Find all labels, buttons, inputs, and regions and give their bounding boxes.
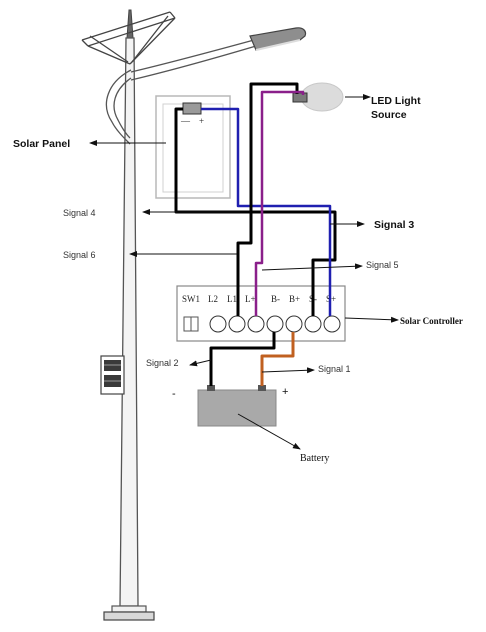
terminal-b-plus (285, 315, 303, 333)
terminal-label-sw1: SW1 (182, 294, 200, 304)
signal-5-label: Signal 5 (366, 260, 399, 270)
lamp-head (249, 27, 307, 51)
terminal-label-b-minus: B- (271, 294, 280, 304)
battery (197, 385, 277, 427)
battery-label: Battery (300, 453, 329, 464)
wire-panel-positive (201, 107, 332, 316)
terminal-l1 (228, 315, 246, 333)
signal-4-label: Signal 4 (63, 208, 96, 218)
pole-mounted-box (100, 355, 125, 395)
controller-terminals (209, 315, 341, 333)
wire-led-negative (236, 82, 299, 316)
battery-pointer (237, 413, 301, 450)
panel-plus-sign: + (199, 116, 204, 126)
signal-3-label: Signal 3 (374, 219, 414, 231)
terminal-l-plus (247, 315, 265, 333)
solar-controller-label: Solar Controller (400, 316, 463, 326)
led-light-source-label-line1: LED Light (371, 95, 421, 107)
led-light-source (292, 82, 344, 112)
wires (174, 82, 337, 386)
signal-1-pointer (261, 367, 315, 374)
solar-panel (155, 95, 231, 199)
panel-minus-sign: — (180, 116, 191, 126)
battery-plus-sign: + (282, 386, 288, 398)
wire-led-positive (254, 90, 305, 316)
wire-panel-negative (174, 107, 337, 316)
solar-panel-bracket (81, 11, 176, 65)
terminal-s-minus (304, 315, 322, 333)
signal-2-pointer (189, 359, 212, 367)
street-light-pole (103, 9, 155, 621)
signal-6-label: Signal 6 (63, 250, 96, 260)
terminal-label-b-plus: B+ (289, 294, 300, 304)
battery-minus-sign: - (172, 388, 176, 400)
terminal-label-l1: L1 (227, 294, 237, 304)
lamp-arm (105, 39, 257, 145)
signal-2-label: Signal 2 (146, 358, 179, 368)
signal-1-label: Signal 1 (318, 364, 351, 374)
led-light-source-label-line2: Source (371, 109, 407, 121)
solar-controller-pointer (344, 316, 399, 323)
solar-controller (176, 285, 346, 342)
solar-panel-label: Solar Panel (13, 138, 70, 150)
terminal-label-l2: L2 (208, 294, 218, 304)
terminal-l2 (209, 315, 227, 333)
wire-battery-negative (209, 332, 276, 386)
terminal-label-l-plus: L+ (245, 294, 256, 304)
wire-battery-positive (260, 332, 295, 386)
terminal-b-minus (266, 315, 284, 333)
pointer-arrows (89, 94, 399, 450)
terminal-s-plus (323, 315, 341, 333)
signal-5-pointer (261, 263, 363, 271)
